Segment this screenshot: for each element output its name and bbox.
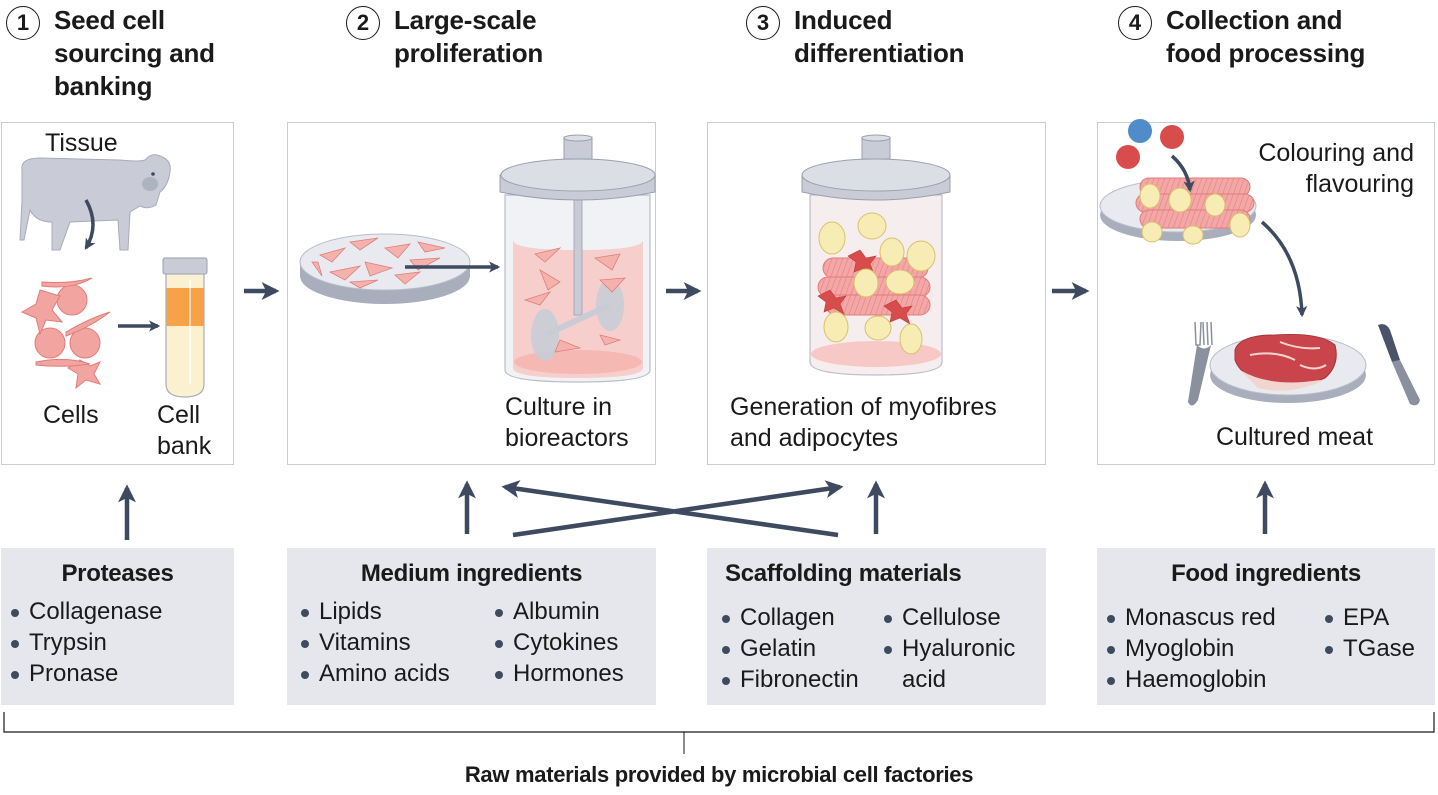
list-item: Trypsin bbox=[9, 627, 162, 658]
step-title-line: Collection and bbox=[1166, 5, 1343, 35]
differentiation-label-line: Generation of myofibres bbox=[730, 393, 997, 421]
list-item: Cytokines bbox=[493, 627, 624, 658]
cell-bank-tube-illustration bbox=[162, 257, 208, 398]
list-item: Hyaluronic bbox=[882, 633, 1015, 664]
list-item: Collagenase bbox=[9, 596, 162, 627]
cells-label: Cells bbox=[43, 401, 99, 429]
colouring-arrow bbox=[1170, 154, 1195, 193]
step-title-line: differentiation bbox=[794, 38, 965, 68]
cell-bank-label-line: bank bbox=[157, 432, 212, 460]
ingredient-box-title: Scaffolding materials bbox=[725, 560, 962, 587]
ingredient-list: Lipids Vitamins Amino acids bbox=[299, 596, 450, 689]
plate-to-meat-arrow bbox=[1260, 220, 1308, 318]
ingredient-box-medium: Medium ingredients Lipids Vitamins Amino… bbox=[287, 548, 656, 705]
step-number-badge: 1 bbox=[6, 6, 40, 40]
bioreactor-label-line: bioreactors bbox=[505, 424, 629, 452]
colouring-label-line: flavouring bbox=[1305, 170, 1414, 198]
list-item-continuation: acid bbox=[902, 666, 947, 693]
ingredient-list: Collagen Gelatin Fibronectin bbox=[720, 602, 859, 695]
tissue-label: Tissue bbox=[45, 129, 118, 157]
step-number-badge: 2 bbox=[346, 6, 380, 40]
cells-cluster bbox=[20, 277, 111, 390]
ingredient-box-proteases: Proteases Collagenase Trypsin Pronase bbox=[1, 548, 234, 705]
scaffolding-to-proliferation-arrow bbox=[501, 480, 839, 538]
list-item: Myoglobin bbox=[1105, 633, 1276, 664]
cultured-meat-illustration bbox=[1188, 321, 1420, 406]
ingredient-box-title: Food ingredients bbox=[1171, 560, 1361, 587]
cell-bank-label-line: Cell bbox=[157, 401, 201, 429]
list-item: Hormones bbox=[493, 658, 624, 689]
step-title-line: Induced bbox=[794, 5, 893, 35]
ingredient-list: EPA TGase bbox=[1323, 602, 1415, 664]
step-3-header: 3 Induced differentiation bbox=[746, 4, 965, 70]
ingredient-box-title: Proteases bbox=[61, 560, 174, 587]
step-1-header: 1 Seed cell sourcing and banking bbox=[6, 4, 215, 103]
bioreactor-illustration bbox=[499, 134, 656, 383]
step-title-line: banking bbox=[54, 71, 153, 101]
step-title: Collection and food processing bbox=[1166, 4, 1365, 70]
cell-bank-label: Cell bank bbox=[157, 400, 211, 462]
step-title-line: Seed cell bbox=[54, 5, 165, 35]
list-item: EPA bbox=[1323, 602, 1415, 633]
list-item: Cellulose bbox=[882, 602, 1015, 633]
ingredient-box-title: Medium ingredients bbox=[360, 560, 583, 587]
step-2-header: 2 Large-scale proliferation bbox=[346, 4, 543, 70]
list-item: Albumin bbox=[493, 596, 624, 627]
petri-dish-illustration bbox=[299, 233, 471, 304]
list-item: Gelatin bbox=[720, 633, 859, 664]
raw-materials-bracket bbox=[3, 712, 1435, 733]
list-item: Monascus red bbox=[1105, 602, 1276, 633]
list-item: Pronase bbox=[9, 658, 162, 689]
step-title: Induced differentiation bbox=[794, 4, 965, 70]
cow-illustration bbox=[19, 154, 171, 251]
list-item: Fibronectin bbox=[720, 664, 859, 695]
list-item: Haemoglobin bbox=[1105, 664, 1276, 695]
step-title: Large-scale proliferation bbox=[394, 4, 543, 70]
step-title-line: sourcing and bbox=[54, 38, 215, 68]
differentiation-label: Generation of myofibres and adipocytes bbox=[730, 392, 997, 454]
step-title-line: Large-scale bbox=[394, 5, 537, 35]
ingredient-list: Albumin Cytokines Hormones bbox=[493, 596, 624, 689]
list-item: TGase bbox=[1323, 633, 1415, 664]
step-title: Seed cell sourcing and banking bbox=[54, 4, 215, 103]
colouring-label-line: Colouring and bbox=[1258, 139, 1414, 167]
ingredient-box-scaffolding: Scaffolding materials Collagen Gelatin F… bbox=[707, 548, 1046, 705]
ingredient-list: Collagenase Trypsin Pronase bbox=[9, 596, 162, 689]
differentiation-label-line: and adipocytes bbox=[730, 424, 899, 452]
ingredient-box-food: Food ingredients Monascus red Myoglobin … bbox=[1097, 548, 1435, 705]
colouring-flavouring-illustration bbox=[1099, 119, 1257, 245]
step-4-header: 4 Collection and food processing bbox=[1118, 4, 1365, 70]
ingredient-list: Cellulose Hyaluronic acid bbox=[882, 602, 1015, 695]
list-item: Collagen bbox=[720, 602, 859, 633]
step-number-badge: 3 bbox=[746, 6, 780, 40]
list-item: Amino acids bbox=[299, 658, 450, 689]
step-title-line: food processing bbox=[1166, 38, 1366, 68]
tissue-to-cells-arrow bbox=[84, 199, 96, 250]
list-item: Lipids bbox=[299, 596, 450, 627]
ingredient-list: Monascus red Myoglobin Haemoglobin bbox=[1105, 602, 1276, 695]
step-title-line: proliferation bbox=[394, 38, 544, 68]
step-number-badge: 4 bbox=[1118, 6, 1152, 40]
raw-materials-label: Raw materials provided by microbial cell… bbox=[464, 762, 974, 787]
bioreactor-label: Culture in bioreactors bbox=[505, 392, 629, 454]
cultured-meat-label: Cultured meat bbox=[1216, 423, 1374, 451]
list-item: Vitamins bbox=[299, 627, 450, 658]
bioreactor-label-line: Culture in bbox=[505, 393, 612, 421]
colouring-label: Colouring and flavouring bbox=[1258, 138, 1414, 200]
differentiation-reactor-illustration bbox=[801, 134, 951, 376]
